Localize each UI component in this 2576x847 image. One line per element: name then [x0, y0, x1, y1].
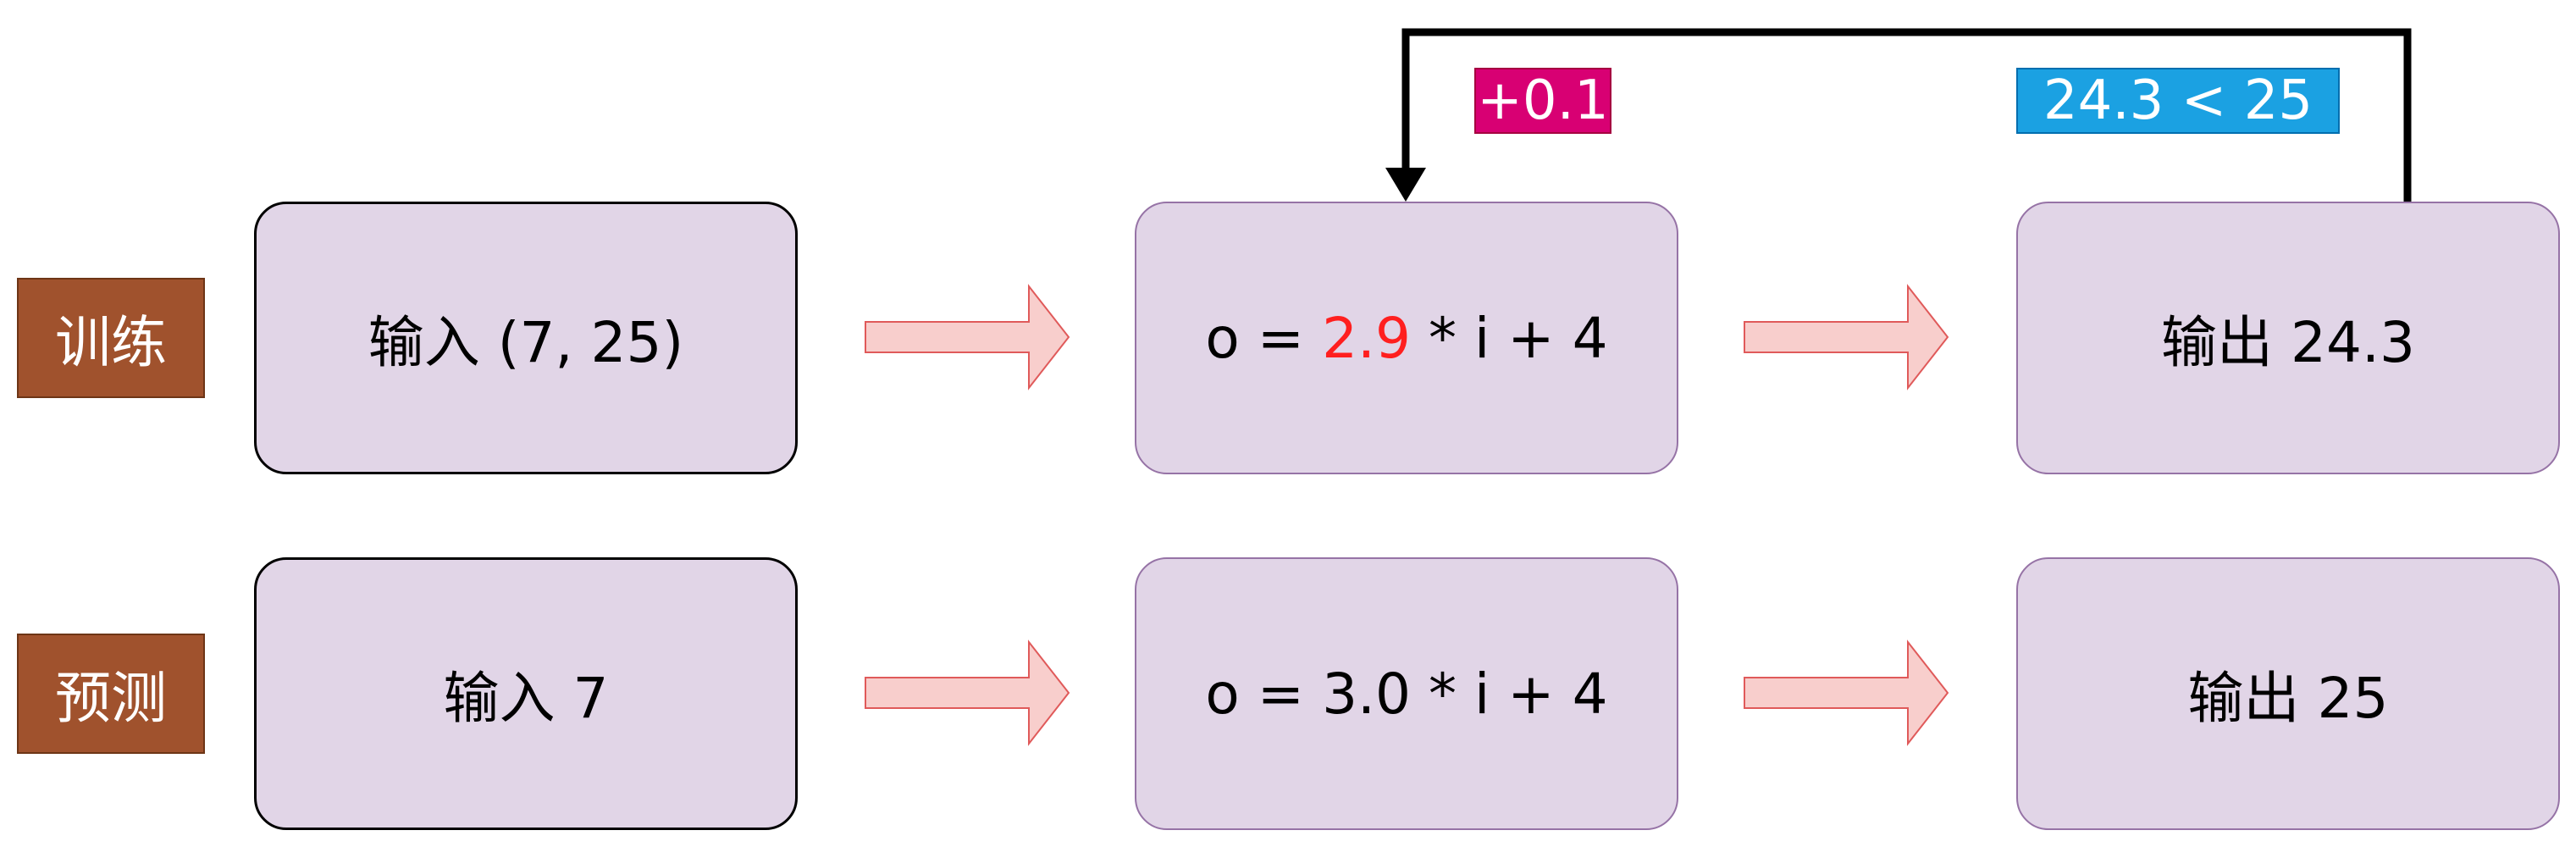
adjustment-tag: +0.1	[1474, 68, 1611, 134]
row-label-predict-text: 预测	[55, 666, 167, 731]
predict-model-box: o = 3.0 * i + 4	[1135, 557, 1678, 830]
arrow-train-model-to-output	[1744, 284, 1949, 390]
predict-model-formula: o = 3.0 * i + 4	[1205, 662, 1607, 727]
train-model-formula: o = 2.9 * i + 4	[1205, 306, 1607, 371]
arrow-predict-input-to-model	[865, 639, 1070, 746]
predict-model-weight: 3.0	[1322, 661, 1412, 727]
train-model-weight: 2.9	[1322, 305, 1412, 371]
feedback-arrowhead	[1385, 168, 1426, 202]
feedback-loop-line	[1401, 28, 2412, 202]
row-label-predict: 预测	[17, 634, 205, 754]
arrow-predict-model-to-output	[1744, 639, 1949, 746]
predict-model-suffix: * i + 4	[1411, 661, 1608, 727]
comparison-tag: 24.3 < 25	[2016, 68, 2340, 134]
predict-output-box: 输出 25	[2016, 557, 2560, 830]
predict-model-prefix: o =	[1205, 661, 1323, 727]
train-output-text: 输出 24.3	[2161, 310, 2415, 375]
row-label-train: 训练	[17, 278, 205, 398]
adjustment-tag-text: +0.1	[1477, 69, 1609, 132]
predict-output-text: 输出 25	[2187, 666, 2389, 731]
train-input-text: 输入 (7, 25)	[368, 310, 684, 375]
predict-input-text: 输入 7	[443, 666, 609, 731]
train-input-box: 输入 (7, 25)	[254, 202, 798, 474]
arrow-train-input-to-model	[865, 284, 1070, 390]
train-model-prefix: o =	[1205, 305, 1323, 371]
train-output-box: 输出 24.3	[2016, 202, 2560, 474]
row-label-train-text: 训练	[55, 310, 167, 375]
train-model-box: o = 2.9 * i + 4	[1135, 202, 1678, 474]
train-model-suffix: * i + 4	[1411, 305, 1608, 371]
comparison-tag-text: 24.3 < 25	[2043, 69, 2313, 132]
predict-input-box: 输入 7	[254, 557, 798, 830]
